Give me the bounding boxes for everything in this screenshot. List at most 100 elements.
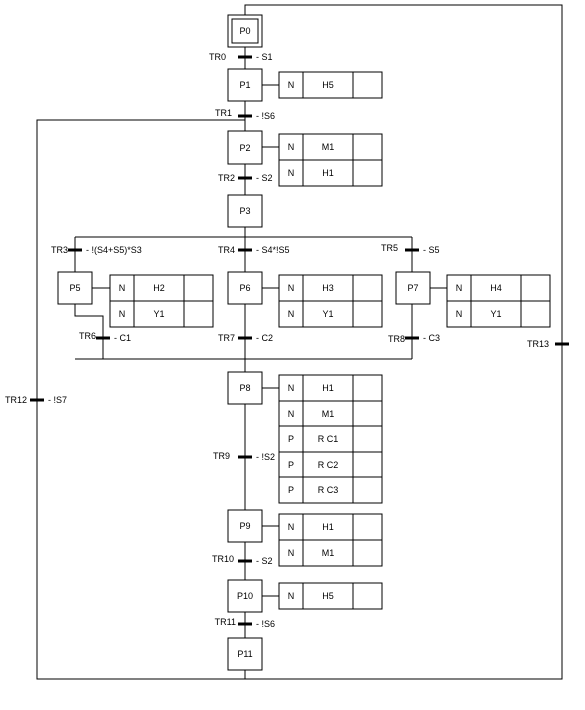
step-p6[interactable]: P6 xyxy=(227,271,263,305)
transition-tr11-label: TR11 xyxy=(215,617,236,627)
action-qualifier: N xyxy=(288,142,295,152)
transition-tr7[interactable]: TR7 - C2 xyxy=(218,333,273,343)
step-p1[interactable]: P1 xyxy=(227,68,263,102)
transition-tr2[interactable]: TR2 - S2 xyxy=(218,173,273,183)
action-name: R C1 xyxy=(318,434,339,444)
transition-tr9-condition: - !S2 xyxy=(256,452,275,462)
step-p9[interactable]: P9 xyxy=(227,509,263,543)
transition-tr4[interactable]: TR4 - S4*!S5 xyxy=(218,245,290,255)
action-name: Y1 xyxy=(153,309,164,319)
transition-tr3-label: TR3 xyxy=(51,245,68,255)
transition-tr0-label: TR0 xyxy=(209,52,226,62)
transition-tr10-condition: - S2 xyxy=(256,556,273,566)
step-p1-label: P1 xyxy=(239,80,250,90)
action-qualifier: N xyxy=(288,309,295,319)
step-p10[interactable]: P10 xyxy=(227,579,263,613)
action-block-p9: N H1 N M1 xyxy=(278,513,383,567)
action-qualifier: N xyxy=(288,80,295,90)
action-name: H2 xyxy=(153,283,165,293)
action-qualifier: P xyxy=(288,485,294,495)
action-block-p8: N H1 N M1 P R C1 P R C2 P R C3 xyxy=(278,374,383,504)
action-block-p2: N M1 N H1 xyxy=(278,133,383,187)
action-name: H1 xyxy=(322,168,334,178)
transition-tr6[interactable]: TR6 - C1 xyxy=(79,331,131,343)
action-qualifier: N xyxy=(288,168,295,178)
loop-tr12 xyxy=(36,119,245,680)
action-qualifier: P xyxy=(288,434,294,444)
action-qualifier: N xyxy=(288,383,295,393)
step-p8[interactable]: P8 xyxy=(227,371,263,405)
transition-tr8-label: TR8 xyxy=(388,334,405,344)
action-qualifier: N xyxy=(288,591,295,601)
transition-tr5-condition: - S5 xyxy=(423,245,440,255)
step-p7[interactable]: P7 xyxy=(395,271,431,305)
transition-tr1[interactable]: TR1 - !S6 xyxy=(215,108,275,121)
step-p11-label: P11 xyxy=(237,649,252,659)
step-p7-label: P7 xyxy=(407,283,418,293)
transition-tr6-label: TR6 xyxy=(79,331,96,341)
action-qualifier: N xyxy=(456,283,463,293)
transition-tr1-condition: - !S6 xyxy=(256,111,275,121)
action-block-p1: N H5 xyxy=(278,71,383,99)
transition-tr5-label: TR5 xyxy=(381,243,398,253)
step-p6-label: P6 xyxy=(239,283,250,293)
action-name: R C2 xyxy=(318,460,339,470)
action-block-p5: N H2 N Y1 xyxy=(109,274,214,328)
action-name: H1 xyxy=(322,522,334,532)
action-name: H1 xyxy=(322,383,334,393)
step-p2[interactable]: P2 xyxy=(227,130,263,165)
action-block-p10: N H5 xyxy=(278,582,383,610)
step-p0-label: P0 xyxy=(239,26,250,36)
transition-tr4-condition: - S4*!S5 xyxy=(256,245,290,255)
transition-tr1-label: TR1 xyxy=(215,108,232,118)
step-p8-label: P8 xyxy=(239,383,250,393)
transition-tr8-condition: - C3 xyxy=(423,333,440,343)
step-p5-label: P5 xyxy=(69,283,80,293)
step-p11[interactable]: P11 xyxy=(227,637,263,671)
transition-tr12-label: TR12 xyxy=(5,395,27,405)
transition-tr12[interactable]: TR12 - !S7 xyxy=(5,395,67,405)
transition-tr5[interactable]: TR5 - S5 xyxy=(381,243,440,255)
transition-tr6-condition: - C1 xyxy=(114,333,131,343)
step-p3[interactable]: P3 xyxy=(227,194,263,228)
transition-tr0-condition: - S1 xyxy=(256,52,273,62)
action-name: H5 xyxy=(322,80,334,90)
step-p9-label: P9 xyxy=(239,521,250,531)
action-qualifier: N xyxy=(456,309,463,319)
action-qualifier: N xyxy=(119,309,126,319)
transition-tr13[interactable]: TR13 xyxy=(527,339,569,349)
transition-tr11[interactable]: TR11 - !S6 xyxy=(215,617,275,629)
transition-tr12-condition: - !S7 xyxy=(48,395,67,405)
action-name: Y1 xyxy=(322,309,333,319)
transition-tr3[interactable]: TR3 - !(S4+S5)*S3 xyxy=(51,245,142,255)
action-name: M1 xyxy=(322,409,335,419)
action-name: H3 xyxy=(322,283,334,293)
step-p0[interactable]: P0 xyxy=(227,14,263,48)
step-p2-label: P2 xyxy=(239,143,250,153)
transition-tr2-label: TR2 xyxy=(218,173,235,183)
step-p3-label: P3 xyxy=(239,206,250,216)
action-name: M1 xyxy=(322,142,335,152)
transition-tr10-label: TR10 xyxy=(212,554,234,564)
step-p5[interactable]: P5 xyxy=(57,271,93,305)
action-name: R C3 xyxy=(318,485,339,495)
action-block-p6: N H3 N Y1 xyxy=(278,274,383,328)
action-qualifier: N xyxy=(288,283,295,293)
loop-tr13 xyxy=(244,4,563,680)
step-p10-label: P10 xyxy=(237,591,253,601)
action-qualifier: N xyxy=(119,283,126,293)
transition-tr9-label: TR9 xyxy=(213,451,230,461)
action-qualifier: N xyxy=(288,522,295,532)
action-qualifier: N xyxy=(288,409,295,419)
action-block-p7: N H4 N Y1 xyxy=(446,274,551,328)
transition-tr3-condition: - !(S4+S5)*S3 xyxy=(86,245,142,255)
transition-tr11-condition: - !S6 xyxy=(256,619,275,629)
transition-tr0[interactable]: TR0 - S1 xyxy=(209,52,273,62)
action-name: M1 xyxy=(322,548,335,558)
transition-tr4-label: TR4 xyxy=(218,245,235,255)
transition-tr8[interactable]: TR8 - C3 xyxy=(388,333,440,344)
transition-tr9[interactable]: TR9 - !S2 xyxy=(213,451,275,462)
transition-tr10[interactable]: TR10 - S2 xyxy=(212,554,273,566)
transition-tr2-condition: - S2 xyxy=(256,173,273,183)
